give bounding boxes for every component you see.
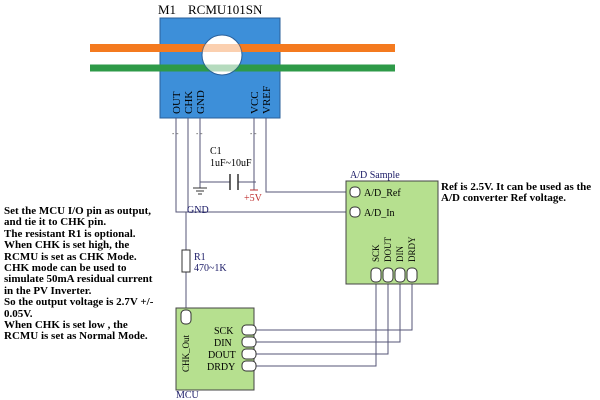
adc-ref-pin — [349, 186, 361, 198]
adc-drdy-label: DRDY — [407, 236, 417, 262]
mcu-din-label: DIN — [214, 338, 232, 349]
mcu-title: MCU — [176, 390, 200, 400]
adc-dout-label: DOUT — [383, 237, 393, 262]
mcu-chk-pin — [180, 309, 192, 325]
module-part-number: RCMU101SN — [188, 2, 263, 17]
mcu-drdy-label: DRDY — [207, 362, 235, 373]
pin-vref-label: VREF — [261, 86, 273, 114]
pin-vcc-label: VCC — [249, 91, 261, 114]
note-ref-voltage: Ref is 2.5V. It can be used as the A/D c… — [441, 181, 592, 205]
wires — [175, 128, 413, 367]
resistor-value: 470~1K — [194, 263, 227, 274]
adc-in-label: A/D_In — [364, 208, 395, 219]
adc-sck-label: SCK — [371, 244, 381, 262]
note-mcu-chk: Set the MCU I/O pin as output, and tie i… — [4, 205, 154, 343]
adc-title: A/D Sample — [350, 170, 400, 181]
pin-out-label: OUT — [171, 91, 183, 114]
resistor-ref: R1 — [194, 252, 206, 263]
mcu-chk-label: CHK_Out — [181, 334, 191, 372]
resistor-r1 — [181, 249, 191, 273]
mcu-right-pins — [241, 324, 257, 372]
pin-dots: - - - - - - — [172, 131, 257, 138]
adc-ref-label: A/D_Ref — [364, 188, 401, 199]
module-pin-stubs — [175, 118, 267, 128]
adc-din-label: DIN — [395, 246, 405, 262]
adc-bottom-pins — [370, 267, 418, 283]
ground-icon — [193, 187, 207, 195]
capacitor-value: 1uF~10uF — [210, 158, 252, 169]
adc-block — [345, 180, 439, 285]
mcu-sck-label: SCK — [214, 326, 234, 337]
capacitor-c1 — [229, 174, 239, 190]
supply-label: +5V — [244, 193, 263, 204]
gnd-label: GND — [187, 205, 209, 216]
pin-chk-label: CHK — [183, 91, 195, 114]
sensor-hole — [201, 34, 243, 76]
pin-gnd-label: GND — [195, 90, 207, 114]
mcu-dout-label: DOUT — [208, 350, 236, 361]
adc-in-pin — [349, 206, 361, 218]
module-designator: M1 — [158, 2, 176, 17]
capacitor-ref: C1 — [210, 146, 222, 157]
